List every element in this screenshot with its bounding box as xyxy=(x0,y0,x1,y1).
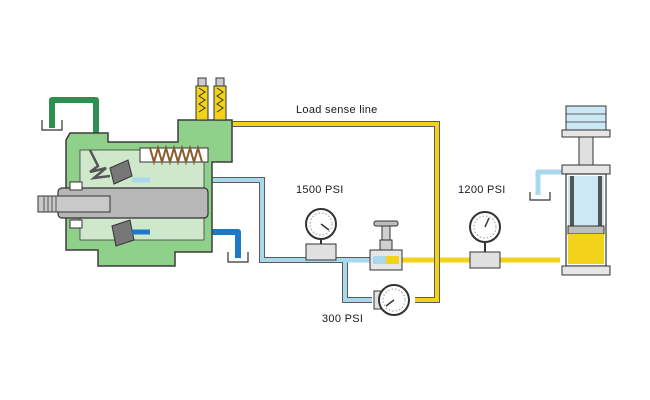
drive-shaft xyxy=(37,195,111,213)
bearing xyxy=(69,181,83,191)
gauge-1500-label: 1500 PSI xyxy=(296,184,344,196)
piston xyxy=(111,219,135,247)
pressure-gauge-300 xyxy=(373,284,410,316)
cylinder-fluid xyxy=(568,234,604,264)
load-block xyxy=(565,105,607,131)
load-sense-line-label: Load sense line xyxy=(296,104,378,116)
gauge-300-label: 300 PSI xyxy=(322,313,364,325)
compensator-spool xyxy=(213,77,227,121)
tank-symbol xyxy=(41,120,551,263)
compensator-spring xyxy=(149,144,203,166)
hydraulic-cylinder xyxy=(561,105,611,276)
gauge-1200-label: 1200 PSI xyxy=(458,184,506,196)
cylinder-rod xyxy=(578,136,594,166)
load-sense-line xyxy=(232,121,560,303)
compensator-spool xyxy=(195,77,209,121)
pump-assembly xyxy=(37,77,233,267)
swash-spring xyxy=(88,149,111,180)
case-drain-line xyxy=(49,97,99,134)
swash-plate xyxy=(109,159,133,185)
load-sense-line-outline xyxy=(232,121,440,303)
bearing xyxy=(69,219,83,229)
needle-valve xyxy=(369,220,403,271)
pressure-gauge-1200 xyxy=(469,211,501,269)
cylinder-piston xyxy=(567,225,605,235)
pressure-gauge-1500 xyxy=(305,208,337,261)
